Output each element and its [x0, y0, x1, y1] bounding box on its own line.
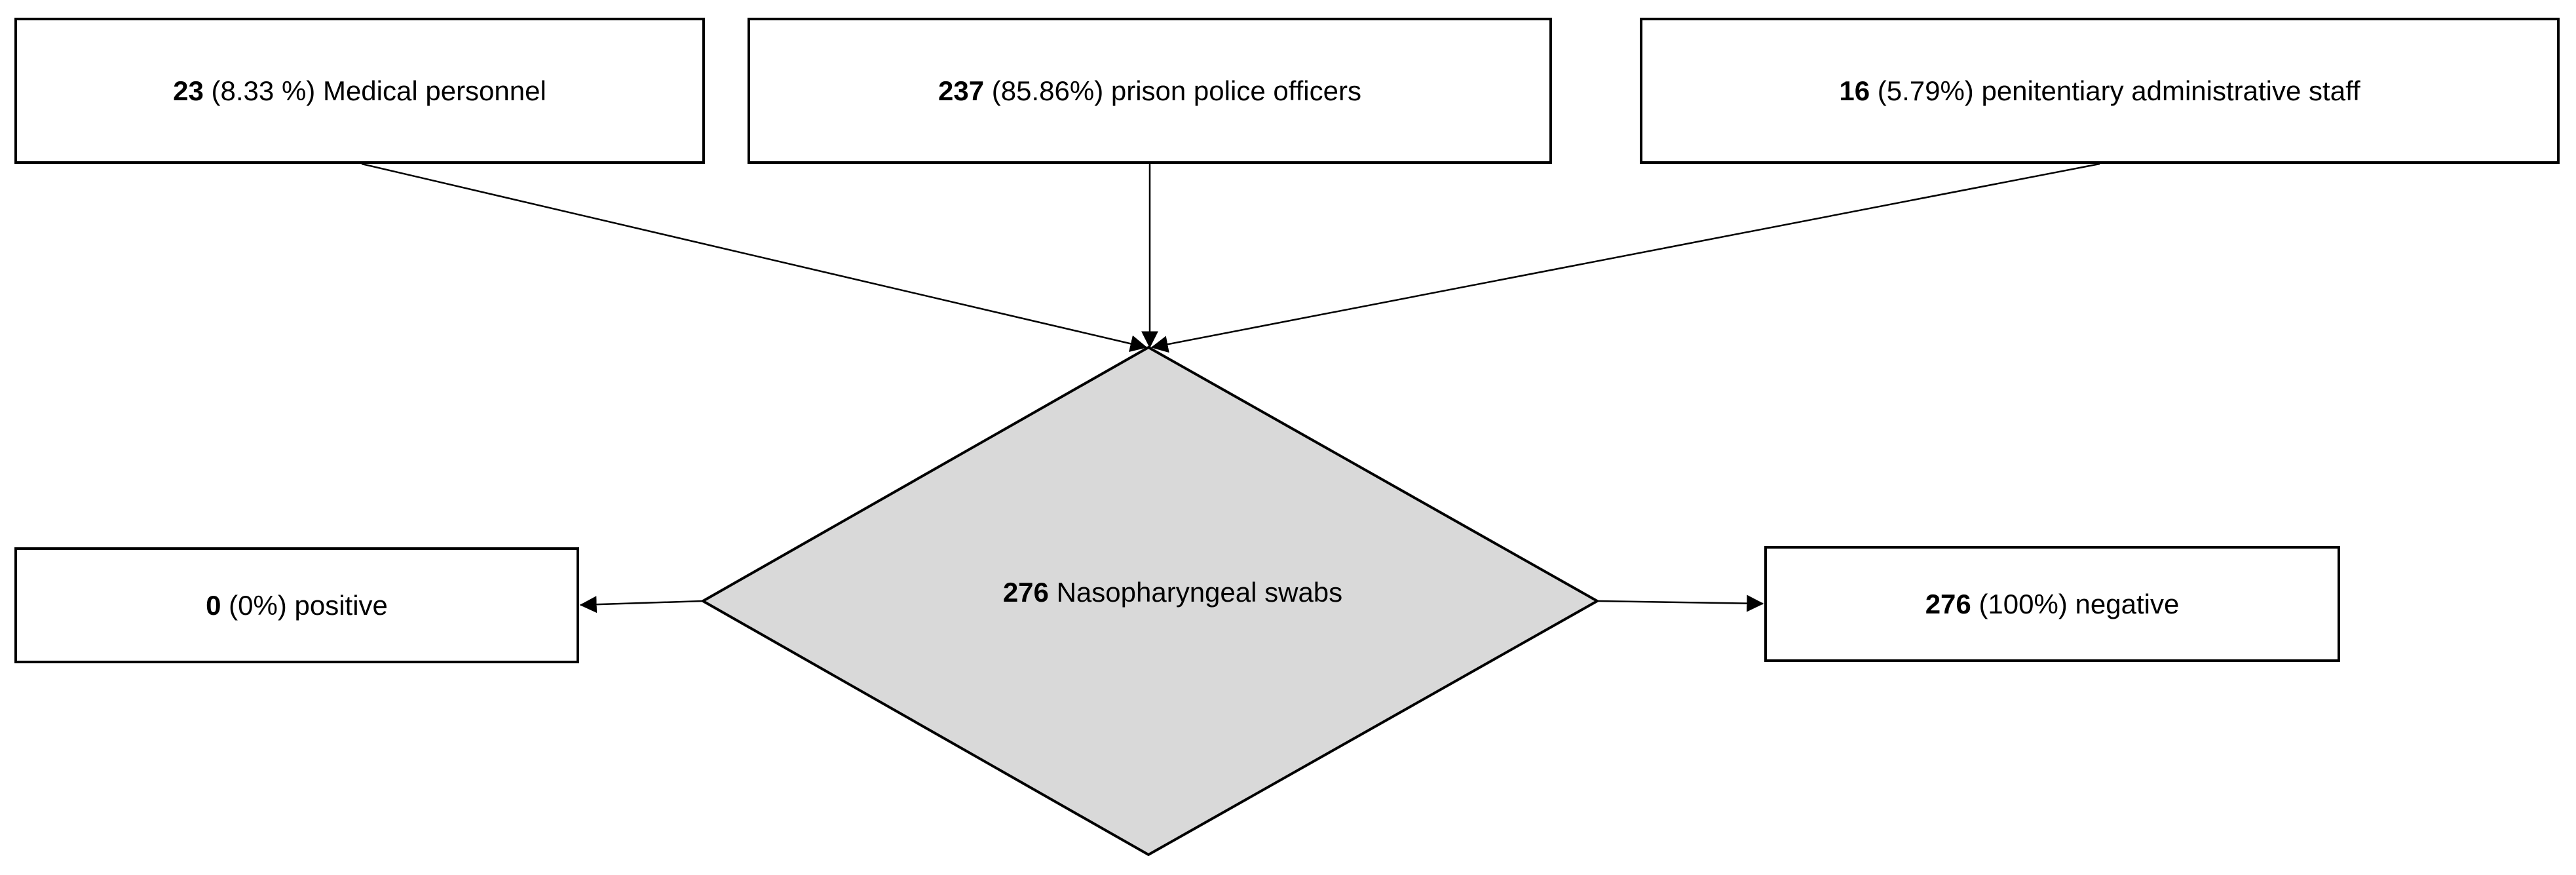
swabs-label: Nasopharyngeal swabs	[1056, 577, 1343, 608]
negative-percent: (100%)	[1979, 588, 2068, 619]
arrow-staff-to-swabs	[1150, 163, 2100, 353]
decision-diamond	[700, 345, 1601, 857]
administrative-staff-label: penitentiary administrative staff	[1981, 75, 2360, 106]
negative-result-box: 276 (100%) negative	[1764, 546, 2340, 662]
arrow-medical-to-swabs	[361, 163, 1148, 353]
positive-percent: (0%)	[229, 589, 287, 621]
prison-police-officers-percent: (85.86%)	[991, 75, 1104, 106]
negative-label: negative	[2075, 588, 2180, 619]
arrow-swabs-to-positive	[579, 596, 704, 613]
prison-police-officers-box: 237 (85.86%) prison police officers	[748, 18, 1552, 164]
positive-label: positive	[294, 589, 388, 621]
decision-label: 276 Nasopharyngeal swabs	[701, 577, 1644, 608]
positive-result-box: 0 (0%) positive	[14, 547, 579, 663]
administrative-staff-box: 16 (5.79%) penitentiary administrative s…	[1640, 18, 2560, 164]
prison-police-officers-count: 237	[938, 75, 985, 106]
positive-count: 0	[206, 589, 221, 621]
medical-personnel-percent: (8.33 %)	[211, 75, 316, 106]
swabs-count: 276	[1002, 577, 1049, 608]
medical-personnel-box: 23 (8.33 %) Medical personnel	[14, 18, 705, 164]
administrative-staff-percent: (5.79%)	[1877, 75, 1974, 106]
negative-count: 276	[1925, 588, 1971, 619]
medical-personnel-count: 23	[173, 75, 204, 106]
administrative-staff-count: 16	[1839, 75, 1870, 106]
prison-police-officers-label: prison police officers	[1110, 75, 1361, 106]
medical-personnel-label: Medical personnel	[322, 75, 546, 106]
arrow-swabs-to-negative	[1597, 594, 1764, 612]
